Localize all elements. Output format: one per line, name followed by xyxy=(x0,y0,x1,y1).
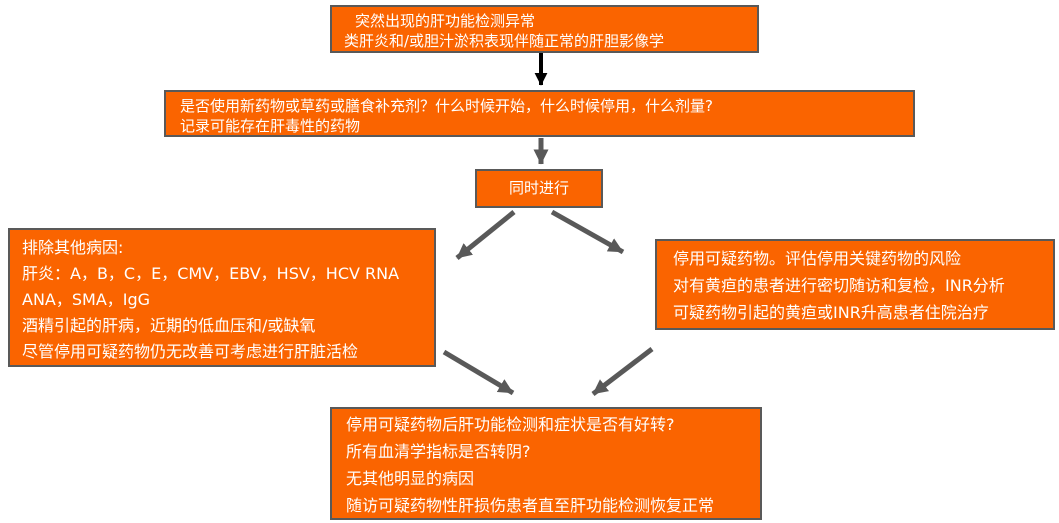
node-text-line: 记录可能存在肝毒性的药物 xyxy=(180,117,361,135)
node-text-line: 酒精引起的肝病，近期的低血压和/或缺氧 xyxy=(22,316,316,335)
arrow-simultaneous-to-stopdrug xyxy=(550,209,625,255)
node-text-line: 随访可疑药物性肝损伤患者直至肝功能检测恢复正常 xyxy=(346,496,715,515)
node-text-line: 尽管停用可疑药物仍无改善可考虑进行肝脏活检 xyxy=(22,342,359,361)
node-text-line: 停用可疑药物。评估停用关键药物的风险 xyxy=(673,249,962,268)
node-text-line: 无其他明显的病因 xyxy=(346,469,475,488)
node-text-line: ANA，SMA，IgG xyxy=(22,290,151,309)
node-drug-history-question: 是否使用新药物或草药或膳食补充剂？什么时候开始，什么时候停用，什么剂量? 记录可… xyxy=(164,90,915,137)
node-followup-outcome: 停用可疑药物后肝功能检测和症状是否有好转? 所有血清学指标是否转阴? 无其他明显… xyxy=(330,407,762,520)
node-text-line: 同时进行 xyxy=(508,179,569,197)
node-text-line: 所有血清学指标是否转阴? xyxy=(346,442,531,461)
arrow-simultaneous-to-exclude xyxy=(455,210,516,260)
node-text-line: 排除其他病因: xyxy=(22,238,124,257)
node-simultaneous: 同时进行 xyxy=(475,169,603,208)
arrow-stopdrug-to-followup xyxy=(591,347,654,396)
node-text-line: 突然出现的肝功能检测异常 xyxy=(355,12,536,30)
arrow-exclude-to-followup xyxy=(442,349,515,396)
node-abnormal-lft-start: 突然出现的肝功能检测异常 类肝炎和/或胆汁淤积表现伴随正常的肝胆影像学 xyxy=(330,5,759,53)
node-text-line: 类肝炎和/或胆汁淤积表现伴随正常的肝胆影像学 xyxy=(344,32,665,50)
node-stop-suspect-drug: 停用可疑药物。评估停用关键药物的风险 对有黄疸的患者进行密切随访和复检，INR分… xyxy=(655,239,1055,330)
node-text-line: 肝炎：A，B，C，E，CMV，EBV，HSV，HCV RNA xyxy=(22,264,400,283)
node-text-line: 停用可疑药物后肝功能检测和症状是否有好转? xyxy=(346,415,675,434)
node-exclude-other-causes: 排除其他病因: 肝炎：A，B，C，E，CMV，EBV，HSV，HCV RNA A… xyxy=(8,228,436,367)
node-text-line: 对有黄疸的患者进行密切随访和复检，INR分析 xyxy=(673,276,1005,295)
node-text-line: 可疑药物引起的黄疸或INR升高患者住院治疗 xyxy=(673,303,989,322)
node-text-line: 是否使用新药物或草药或膳食补充剂？什么时候开始，什么时候停用，什么剂量? xyxy=(180,97,713,115)
